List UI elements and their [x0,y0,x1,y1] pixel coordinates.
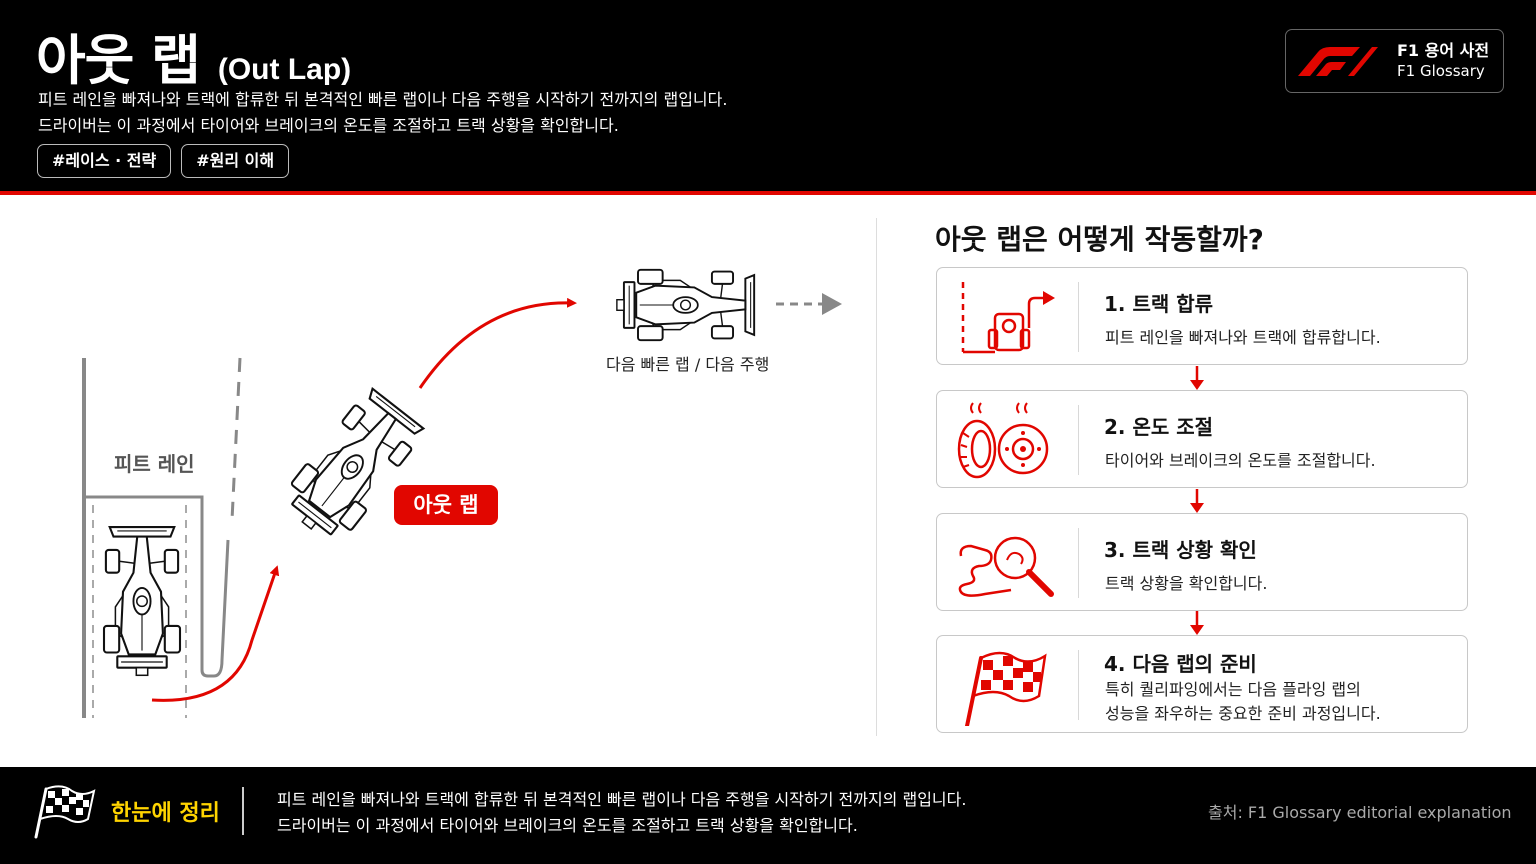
car-in-pit [102,526,182,677]
page-title-english: (Out Lap) [217,53,352,86]
summary-text: 피트 레인을 빠져나와 트랙에 합류한 뒤 본격적인 빠른 랩이나 다음 주행을… [277,787,966,839]
vertical-divider [876,218,877,736]
header-description-line: 피트 레인을 빠져나와 트랙에 합류한 뒤 본격적인 빠른 랩이나 다음 주행을… [38,90,728,109]
f1-logo-icon [1298,47,1378,76]
car-next-lap [615,268,756,342]
tag-race-strategy[interactable]: #레이스 · 전략 [37,144,172,178]
step-separator [1078,650,1079,720]
pit-box-outline [84,495,230,678]
header-accent-line [0,191,1536,195]
brand-title: F1 용어 사전 [1397,41,1490,60]
footer: 한눈에 정리 피트 레인을 빠져나와 트랙에 합류한 뒤 본격적인 빠른 랩이나… [0,767,1536,864]
step-separator [1078,282,1079,352]
step-description-line: 타이어와 브레이크의 온도를 조절합니다. [1105,451,1376,470]
checkered-flag-icon [965,651,1047,726]
step-title: 4. 다음 랩의 준비 [1104,652,1257,676]
step-description: 특히 퀄리파잉에서는 다음 플라잉 랩의 성능을 좌우하는 중요한 준비 과정입… [1105,678,1381,726]
step-card-2: 2. 온도 조절 타이어와 브레이크의 온도를 조절합니다. [936,390,1468,488]
continue-arrow-head [822,293,842,315]
out-lap-arrow [418,297,577,389]
page-title: 아웃 랩 [36,29,201,92]
checkered-flag-icon [34,785,96,839]
track-magnifier-icon [958,536,1054,597]
step-separator [1078,528,1079,598]
pit-lane-label: 피트 레인 [114,452,195,476]
pit-exit-arrow [151,565,280,702]
step-card-1: 1. 트랙 합류 피트 레인을 빠져나와 트랙에 합류합니다. [936,267,1468,365]
step-connector-arrow [1190,366,1204,390]
source-credit: 출처: F1 Glossary editorial explanation [1208,803,1512,822]
step-description-line: 트랙 상황을 확인합니다. [1105,574,1268,593]
step-description-line: 피트 레인을 빠져나와 트랙에 합류합니다. [1105,328,1381,347]
track-merge-icon [961,282,1055,354]
panel-title: 아웃 랩은 어떻게 작동할까? [935,223,1264,256]
step-title: 1. 트랙 합류 [1104,292,1214,316]
footer-separator [242,787,244,835]
brand-badge: F1 용어 사전 F1 Glossary [1285,29,1504,93]
step-title: 2. 온도 조절 [1104,415,1214,439]
step-description: 피트 레인을 빠져나와 트랙에 합류합니다. [1105,326,1381,350]
step-card-4: 4. 다음 랩의 준비 특히 퀄리파잉에서는 다음 플라잉 랩의 성능을 좌우하… [936,635,1468,733]
tag-principle[interactable]: #원리 이해 [181,144,290,178]
header-description: 피트 레인을 빠져나와 트랙에 합류한 뒤 본격적인 빠른 랩이나 다음 주행을… [38,87,727,139]
header-description-line: 드라이버는 이 과정에서 타이어와 브레이크의 온도를 조절하고 트랙 상황을 … [38,116,619,135]
step-description-line: 특히 퀄리파잉에서는 다음 플라잉 랩의 [1105,680,1361,699]
step-connector-arrow [1190,489,1204,513]
step-card-3: 3. 트랙 상황 확인 트랙 상황을 확인합니다. [936,513,1468,611]
out-lap-diagram: 피트 레인 아웃 랩 다음 빠른 랩 / 다음 주행 [0,195,870,765]
step-connector-arrow [1190,611,1204,635]
tag-list: #레이스 · 전략 #원리 이해 [37,144,290,178]
summary-label: 한눈에 정리 [111,801,220,826]
step-separator [1078,405,1079,475]
summary-line: 피트 레인을 빠져나와 트랙에 합류한 뒤 본격적인 빠른 랩이나 다음 주행을… [277,790,967,809]
step-description-line: 성능을 좌우하는 중요한 준비 과정입니다. [1105,704,1381,723]
diagram-drawing [82,268,842,718]
track-edge-dashed [230,357,242,521]
summary-line: 드라이버는 이 과정에서 타이어와 브레이크의 온도를 조절하고 트랙 상황을 … [277,816,858,835]
title-row: 아웃 랩 (Out Lap) [36,16,351,95]
step-description: 타이어와 브레이크의 온도를 조절합니다. [1105,449,1376,473]
step-description: 트랙 상황을 확인합니다. [1105,572,1267,596]
header: 아웃 랩 (Out Lap) 피트 레인을 빠져나와 트랙에 합류한 뒤 본격적… [0,0,1536,191]
brand-text: F1 용어 사전 F1 Glossary [1397,40,1489,82]
tire-brake-heat-icon [957,402,1049,479]
out-lap-badge: 아웃 랩 [394,485,498,525]
brand-subtitle: F1 Glossary [1397,62,1485,80]
step-title: 3. 트랙 상황 확인 [1104,538,1257,562]
next-lap-label: 다음 빠른 랩 / 다음 주행 [606,355,770,374]
